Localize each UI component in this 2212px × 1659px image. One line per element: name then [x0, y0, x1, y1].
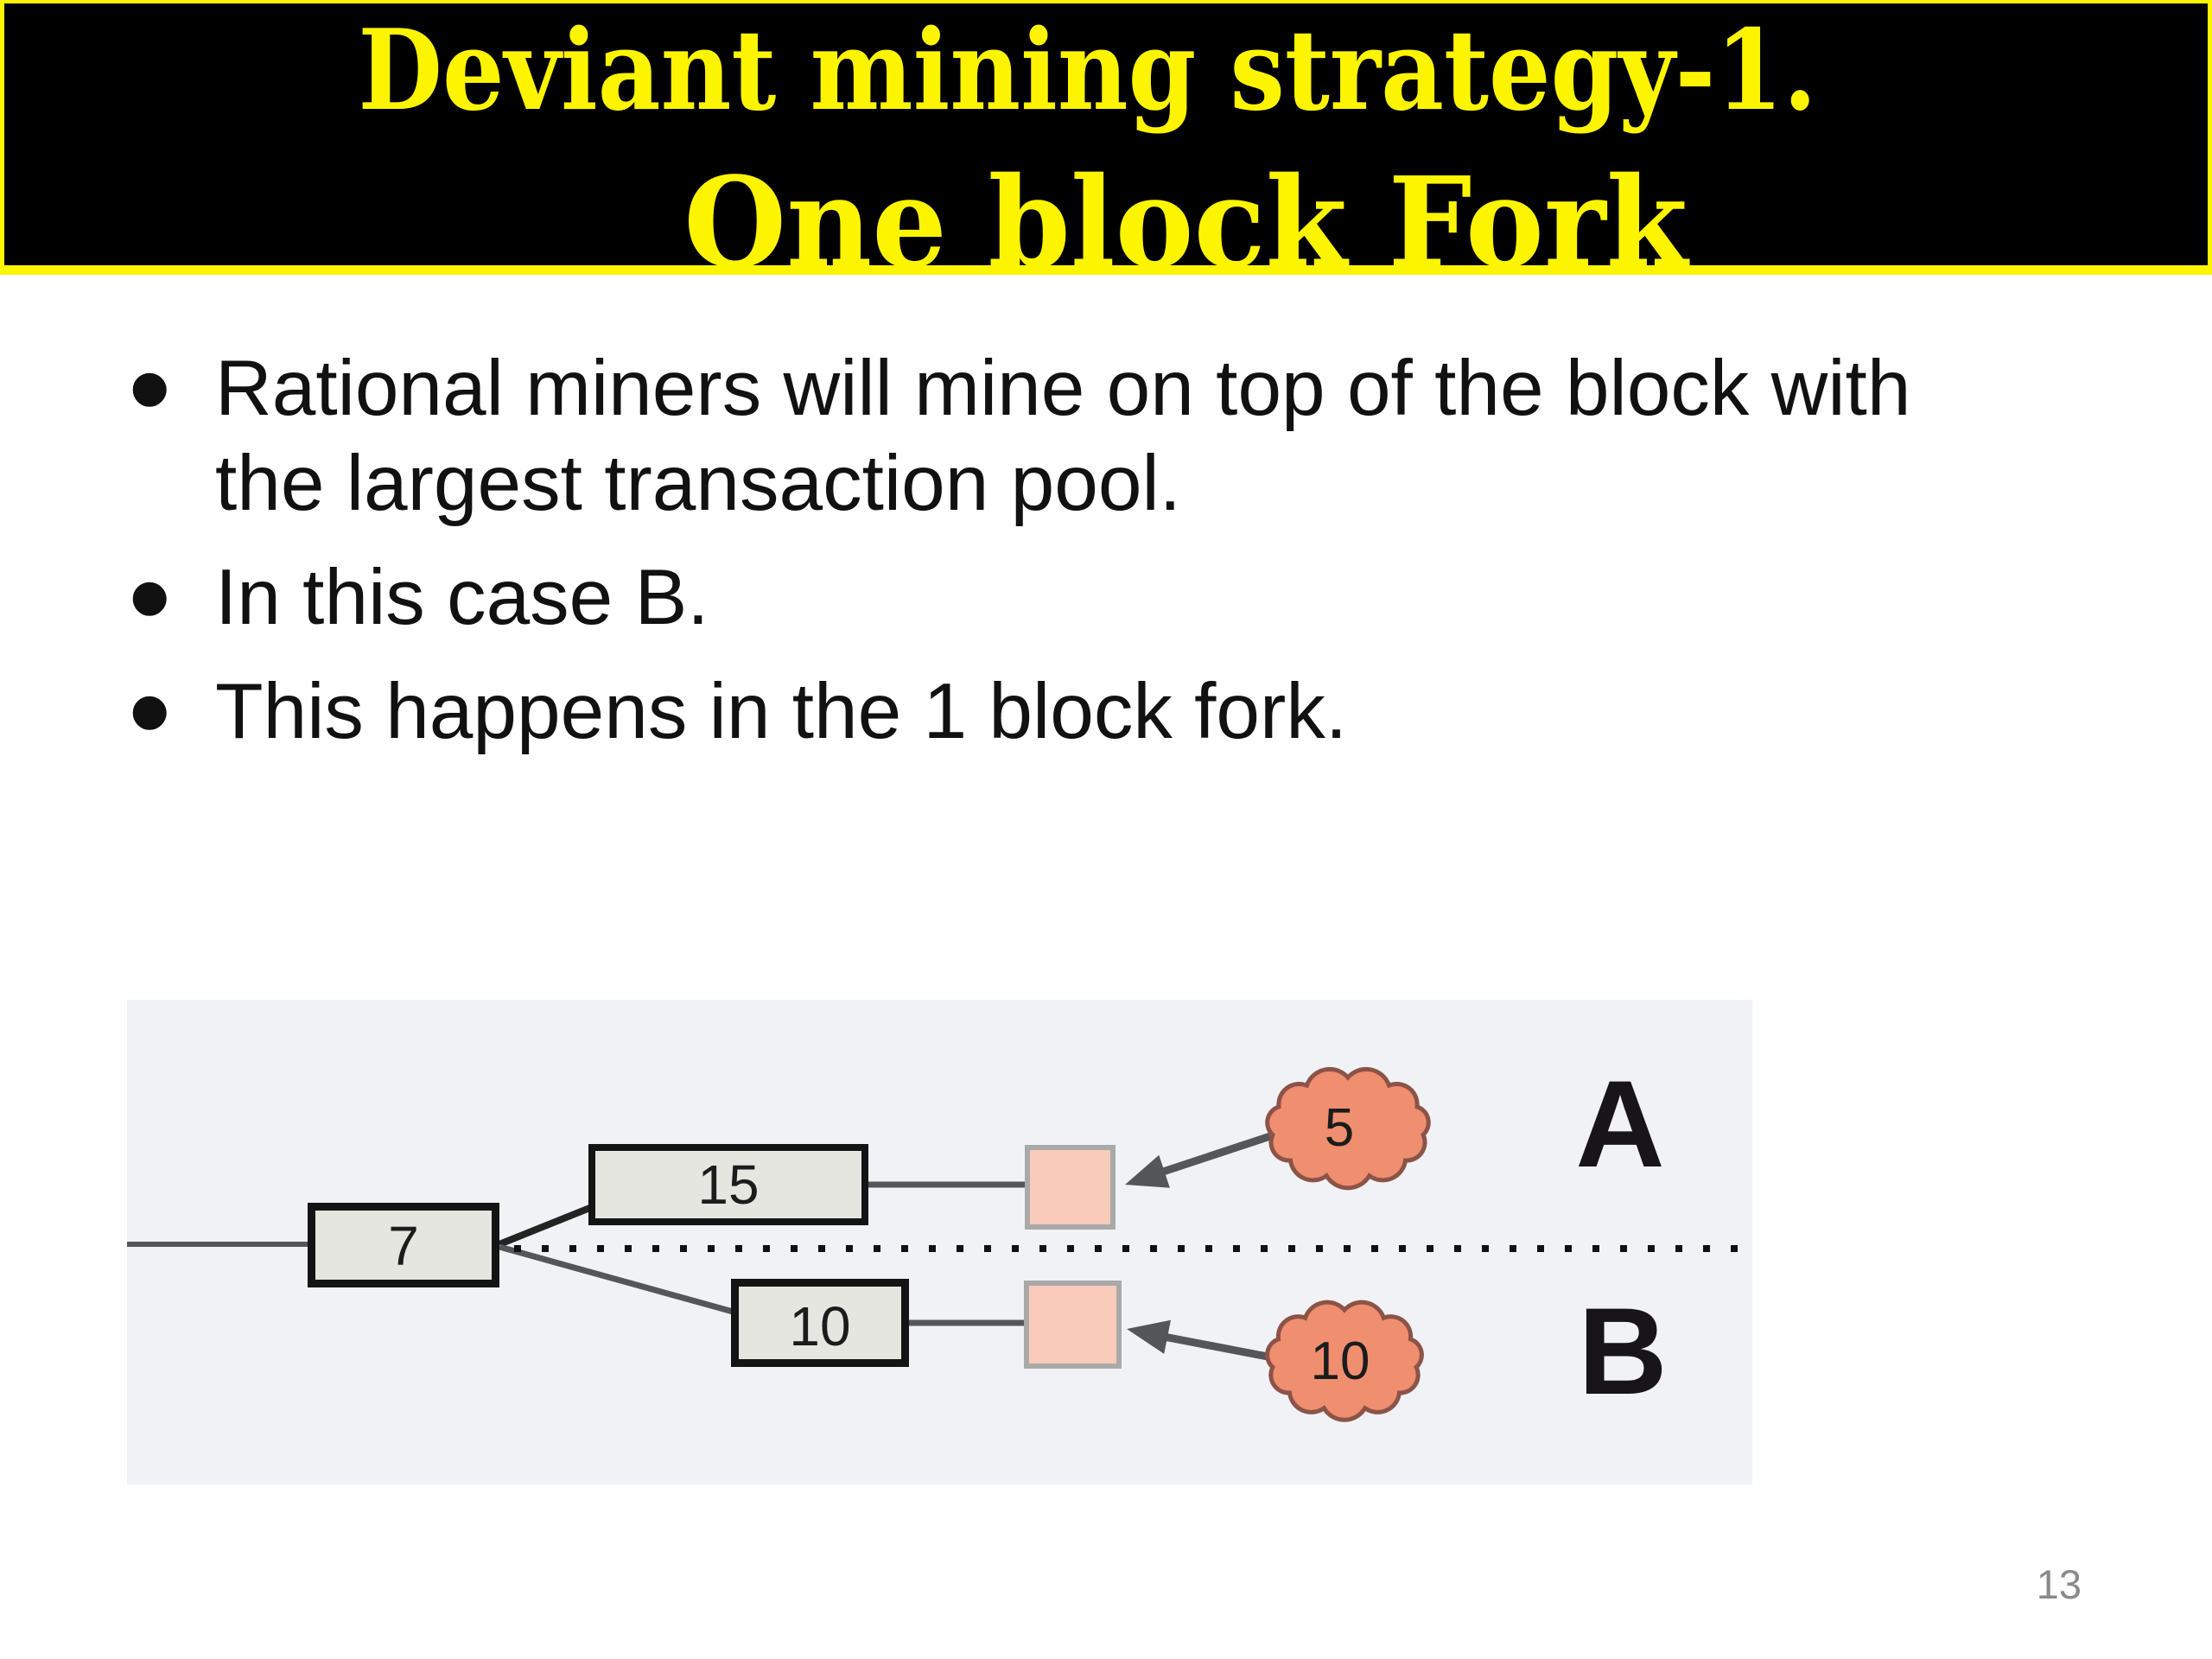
block-10 [731, 1279, 909, 1367]
block-7-label: 7 [388, 1215, 419, 1277]
cloud-10-label: 10 [1311, 1332, 1370, 1391]
fork-diagram: 7 15 10 5 10 A B [127, 1000, 1752, 1484]
bullet-icon: • [128, 642, 172, 781]
bullet-text-2: In this case B. [215, 554, 709, 641]
mempool-cloud-5 [1265, 1066, 1431, 1191]
bullet-text-3: This happens in the 1 block fork. [215, 668, 1348, 755]
title-banner: Deviant mining strategy-1. One block For… [0, 0, 2212, 285]
fork-line-to-block-15 [498, 1200, 602, 1248]
bullet-icon: • [128, 319, 172, 458]
bullet-list: • Rational miners will mine on top of th… [128, 327, 2034, 779]
slide-title-line2: One block Fork [683, 149, 1688, 296]
block-7 [308, 1203, 499, 1287]
page-number: 13 [2036, 1561, 2082, 1607]
cloud-5-label: 5 [1325, 1098, 1354, 1158]
mempool-cloud-10 [1265, 1300, 1424, 1422]
block-10-label: 10 [789, 1295, 850, 1357]
bullet-text-1: Rational miners will mine on top of the … [215, 345, 1911, 527]
fork-line-to-block-10 [499, 1243, 743, 1318]
pending-square-b [1024, 1281, 1122, 1369]
slide-title-line1: Deviant mining strategy-1. [358, 6, 1817, 136]
bullet-item-1: • Rational miners will mine on top of th… [128, 327, 2034, 531]
bullet-item-3: • This happens in the 1 block fork. [128, 650, 2034, 774]
bullet-item-2: • In this case B. [128, 536, 2034, 660]
arrow-cloud5-to-square-a [1125, 1132, 1272, 1188]
branch-b-label: B [1578, 1283, 1667, 1421]
arrow-cloud10-to-square-b [1127, 1319, 1268, 1361]
pending-square-a [1025, 1145, 1116, 1230]
block-15-label: 15 [697, 1154, 759, 1216]
bullet-icon: • [128, 528, 172, 667]
branch-a-label: A [1575, 1056, 1664, 1193]
block-15 [588, 1144, 868, 1225]
